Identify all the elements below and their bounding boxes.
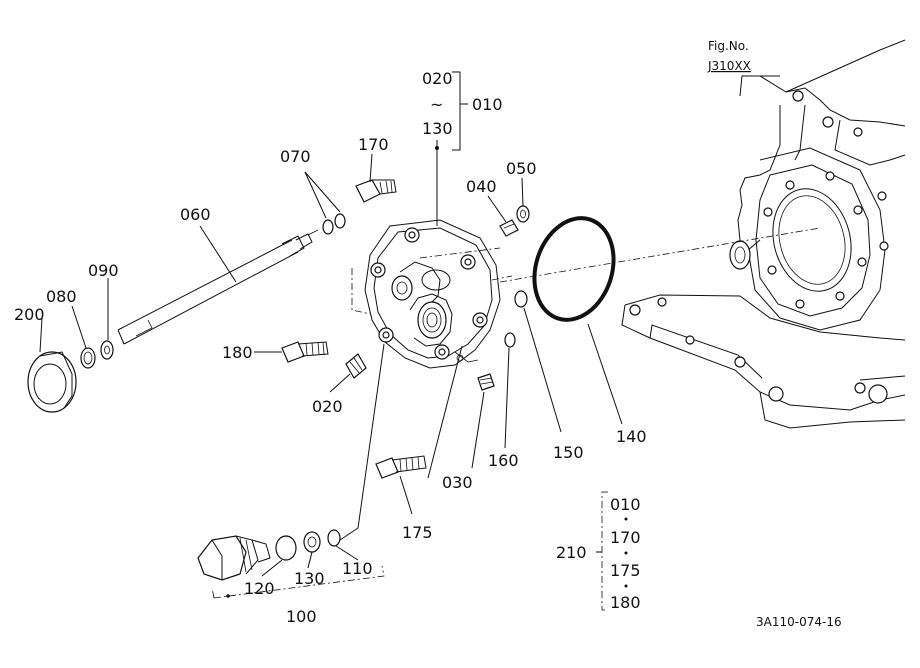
label-200: 200: [14, 305, 45, 324]
bracket-100: [213, 565, 385, 599]
label-080: 080: [46, 287, 77, 306]
label-160: 160: [488, 451, 519, 470]
kit-label-210: 210: [556, 543, 587, 562]
oring-120: [275, 535, 297, 561]
centerline-pump: [419, 247, 501, 259]
label-110: 110: [342, 559, 373, 578]
label-140: 140: [616, 427, 647, 446]
label-150: 150: [553, 443, 584, 462]
oring-150: [514, 290, 528, 308]
label-090: 090: [88, 261, 119, 280]
label-120: 120: [244, 579, 275, 598]
label-040: 040: [466, 177, 497, 196]
washer-130: [303, 531, 321, 553]
fig-no-label: Fig.No.: [708, 39, 749, 53]
bracket-210: [601, 491, 608, 611]
leader-010-right: [491, 275, 513, 281]
fig-no-value: J310XX: [707, 59, 751, 73]
drawing-code: 3A110-074-16: [756, 615, 842, 629]
shaft-060: [117, 229, 319, 345]
setscrew-020: [345, 353, 367, 379]
centerline-housing: [499, 227, 821, 283]
label-tilde: ~: [430, 95, 443, 114]
label-180: 180: [222, 343, 253, 362]
leader-010-bracket: [351, 268, 371, 315]
kit-item-4: 180: [610, 593, 641, 612]
ring-080: [80, 347, 96, 369]
kit-item-2: 170: [610, 528, 641, 547]
fitting-040: [499, 219, 519, 237]
oring-160: [504, 332, 516, 348]
kit-item-3: 175: [610, 561, 641, 580]
label-030: 030: [442, 473, 473, 492]
bolt-175: [375, 455, 427, 479]
setscrew-030: [477, 373, 495, 391]
oring-070b: [334, 213, 346, 229]
label-130-top: 130: [422, 119, 453, 138]
oring-110: [327, 529, 341, 547]
bracket-010: [452, 71, 461, 151]
label-020-top: 020: [422, 69, 453, 88]
label-010: 010: [472, 95, 503, 114]
label-050: 050: [506, 159, 537, 178]
leader-lines: [39, 75, 787, 577]
label-170: 170: [358, 135, 389, 154]
washer-090: [100, 340, 114, 360]
oring-140: [532, 216, 616, 322]
kit-item-1: 010: [610, 495, 641, 514]
plug-170: [355, 179, 397, 203]
label-100: 100: [286, 607, 317, 626]
oring-070a: [322, 219, 334, 235]
label-175: 175: [402, 523, 433, 542]
washer-050: [516, 205, 530, 223]
label-020: 020: [312, 397, 343, 416]
label-070: 070: [280, 147, 311, 166]
relief-valve-100: [197, 535, 271, 581]
oil-seal-200: [27, 351, 77, 413]
pump-cover: [364, 219, 501, 369]
label-130: 130: [294, 569, 325, 588]
label-060: 060: [180, 205, 211, 224]
bolt-180: [281, 341, 329, 363]
transmission-housing: [621, 39, 906, 429]
